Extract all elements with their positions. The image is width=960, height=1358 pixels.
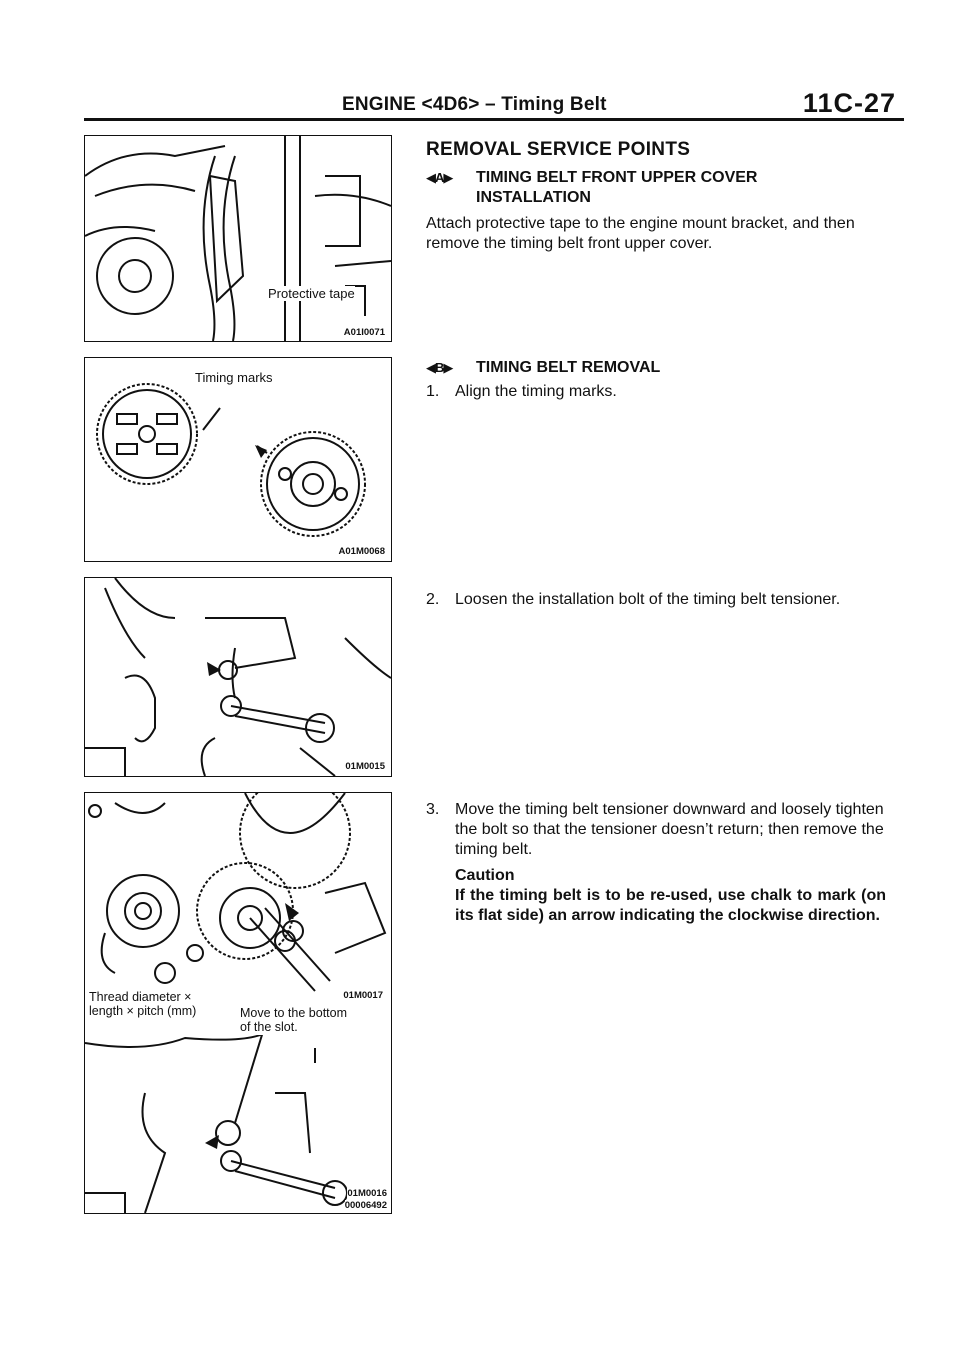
figure-code: A01I0071 xyxy=(343,327,385,338)
label-thread-diameter: Thread diameter × xyxy=(89,990,192,1005)
step-b-heading: ◀B▶ TIMING BELT REMOVAL xyxy=(426,358,886,378)
step-a-title-line2: INSTALLATION xyxy=(476,189,591,206)
figure-code: 01M0015 xyxy=(345,761,385,772)
step-b-item-3-block: 3. Move the timing belt tensioner downwa… xyxy=(426,800,886,926)
sprocket-illustration xyxy=(96,383,366,537)
step-a-heading: ◀A▶ TIMING BELT FRONT UPPER COVER xyxy=(426,168,886,188)
item-number: 3. xyxy=(426,801,440,818)
item-text: Move the timing belt tensioner downward … xyxy=(455,801,884,858)
figure-code: 01M0017 xyxy=(343,990,383,1001)
tensioner-illustration xyxy=(85,578,391,776)
figure-tensioner-move: 01M0017 Thread diameter × length × pitch… xyxy=(84,792,392,1214)
caution-block: Caution If the timing belt is to be re-u… xyxy=(426,866,886,926)
step-a-title-line1: TIMING BELT FRONT UPPER COVER xyxy=(476,169,758,186)
step-b-item-2-block: 2. Loosen the installation bolt of the t… xyxy=(426,590,886,610)
figure-timing-marks: Timing marks A01M0068 xyxy=(84,357,392,562)
item-number: 2. xyxy=(426,591,440,608)
figure-protective-tape: Protective tape A01I0071 xyxy=(84,135,392,342)
page-number: 11C-27 xyxy=(802,88,896,118)
label-timing-marks: Timing marks xyxy=(195,370,273,385)
label-of-slot: of the slot. xyxy=(240,1020,298,1035)
step-b-title: TIMING BELT REMOVAL xyxy=(476,359,661,376)
step-a-marker: ◀A▶ xyxy=(426,170,453,185)
caution-text: If the timing belt is to be re-used, use… xyxy=(455,887,886,924)
step-b-item-3: 3. Move the timing belt tensioner downwa… xyxy=(426,800,886,860)
label-move-bottom: Move to the bottom xyxy=(240,1006,348,1021)
figure-tensioner-bolt: 01M0015 xyxy=(84,577,392,777)
step-b-item-2: 2. Loosen the installation bolt of the t… xyxy=(426,590,886,610)
figure-code-2: 01M0016 xyxy=(347,1188,387,1199)
step-b-item-1: 1. Align the timing marks. xyxy=(426,382,886,402)
belt-removal-illustration xyxy=(85,793,387,1213)
figure-code: A01M0068 xyxy=(338,546,385,557)
step-b-marker: ◀B▶ xyxy=(426,360,453,375)
item-text: Align the timing marks. xyxy=(455,383,617,400)
engine-mount-illustration xyxy=(85,136,391,341)
step-a-body: Attach protective tape to the engine mou… xyxy=(426,215,855,252)
header-rule xyxy=(84,118,904,121)
section-heading: REMOVAL SERVICE POINTS xyxy=(426,139,691,160)
section-timing-belt-removal: ◀B▶ TIMING BELT REMOVAL 1. Align the timi… xyxy=(426,358,886,402)
caution-title: Caution xyxy=(455,867,515,884)
item-number: 1. xyxy=(426,383,440,400)
header-title: ENGINE <4D6> – Timing Belt xyxy=(342,94,607,115)
item-text: Loosen the installation bolt of the timi… xyxy=(455,591,841,608)
label-protective-tape: Protective tape xyxy=(268,286,355,301)
section-removal: REMOVAL SERVICE POINTS ◀A▶ TIMING BELT FR… xyxy=(426,140,886,254)
figure-code-3: 00006492 xyxy=(344,1200,387,1211)
label-length-pitch: length × pitch (mm) xyxy=(89,1004,197,1019)
